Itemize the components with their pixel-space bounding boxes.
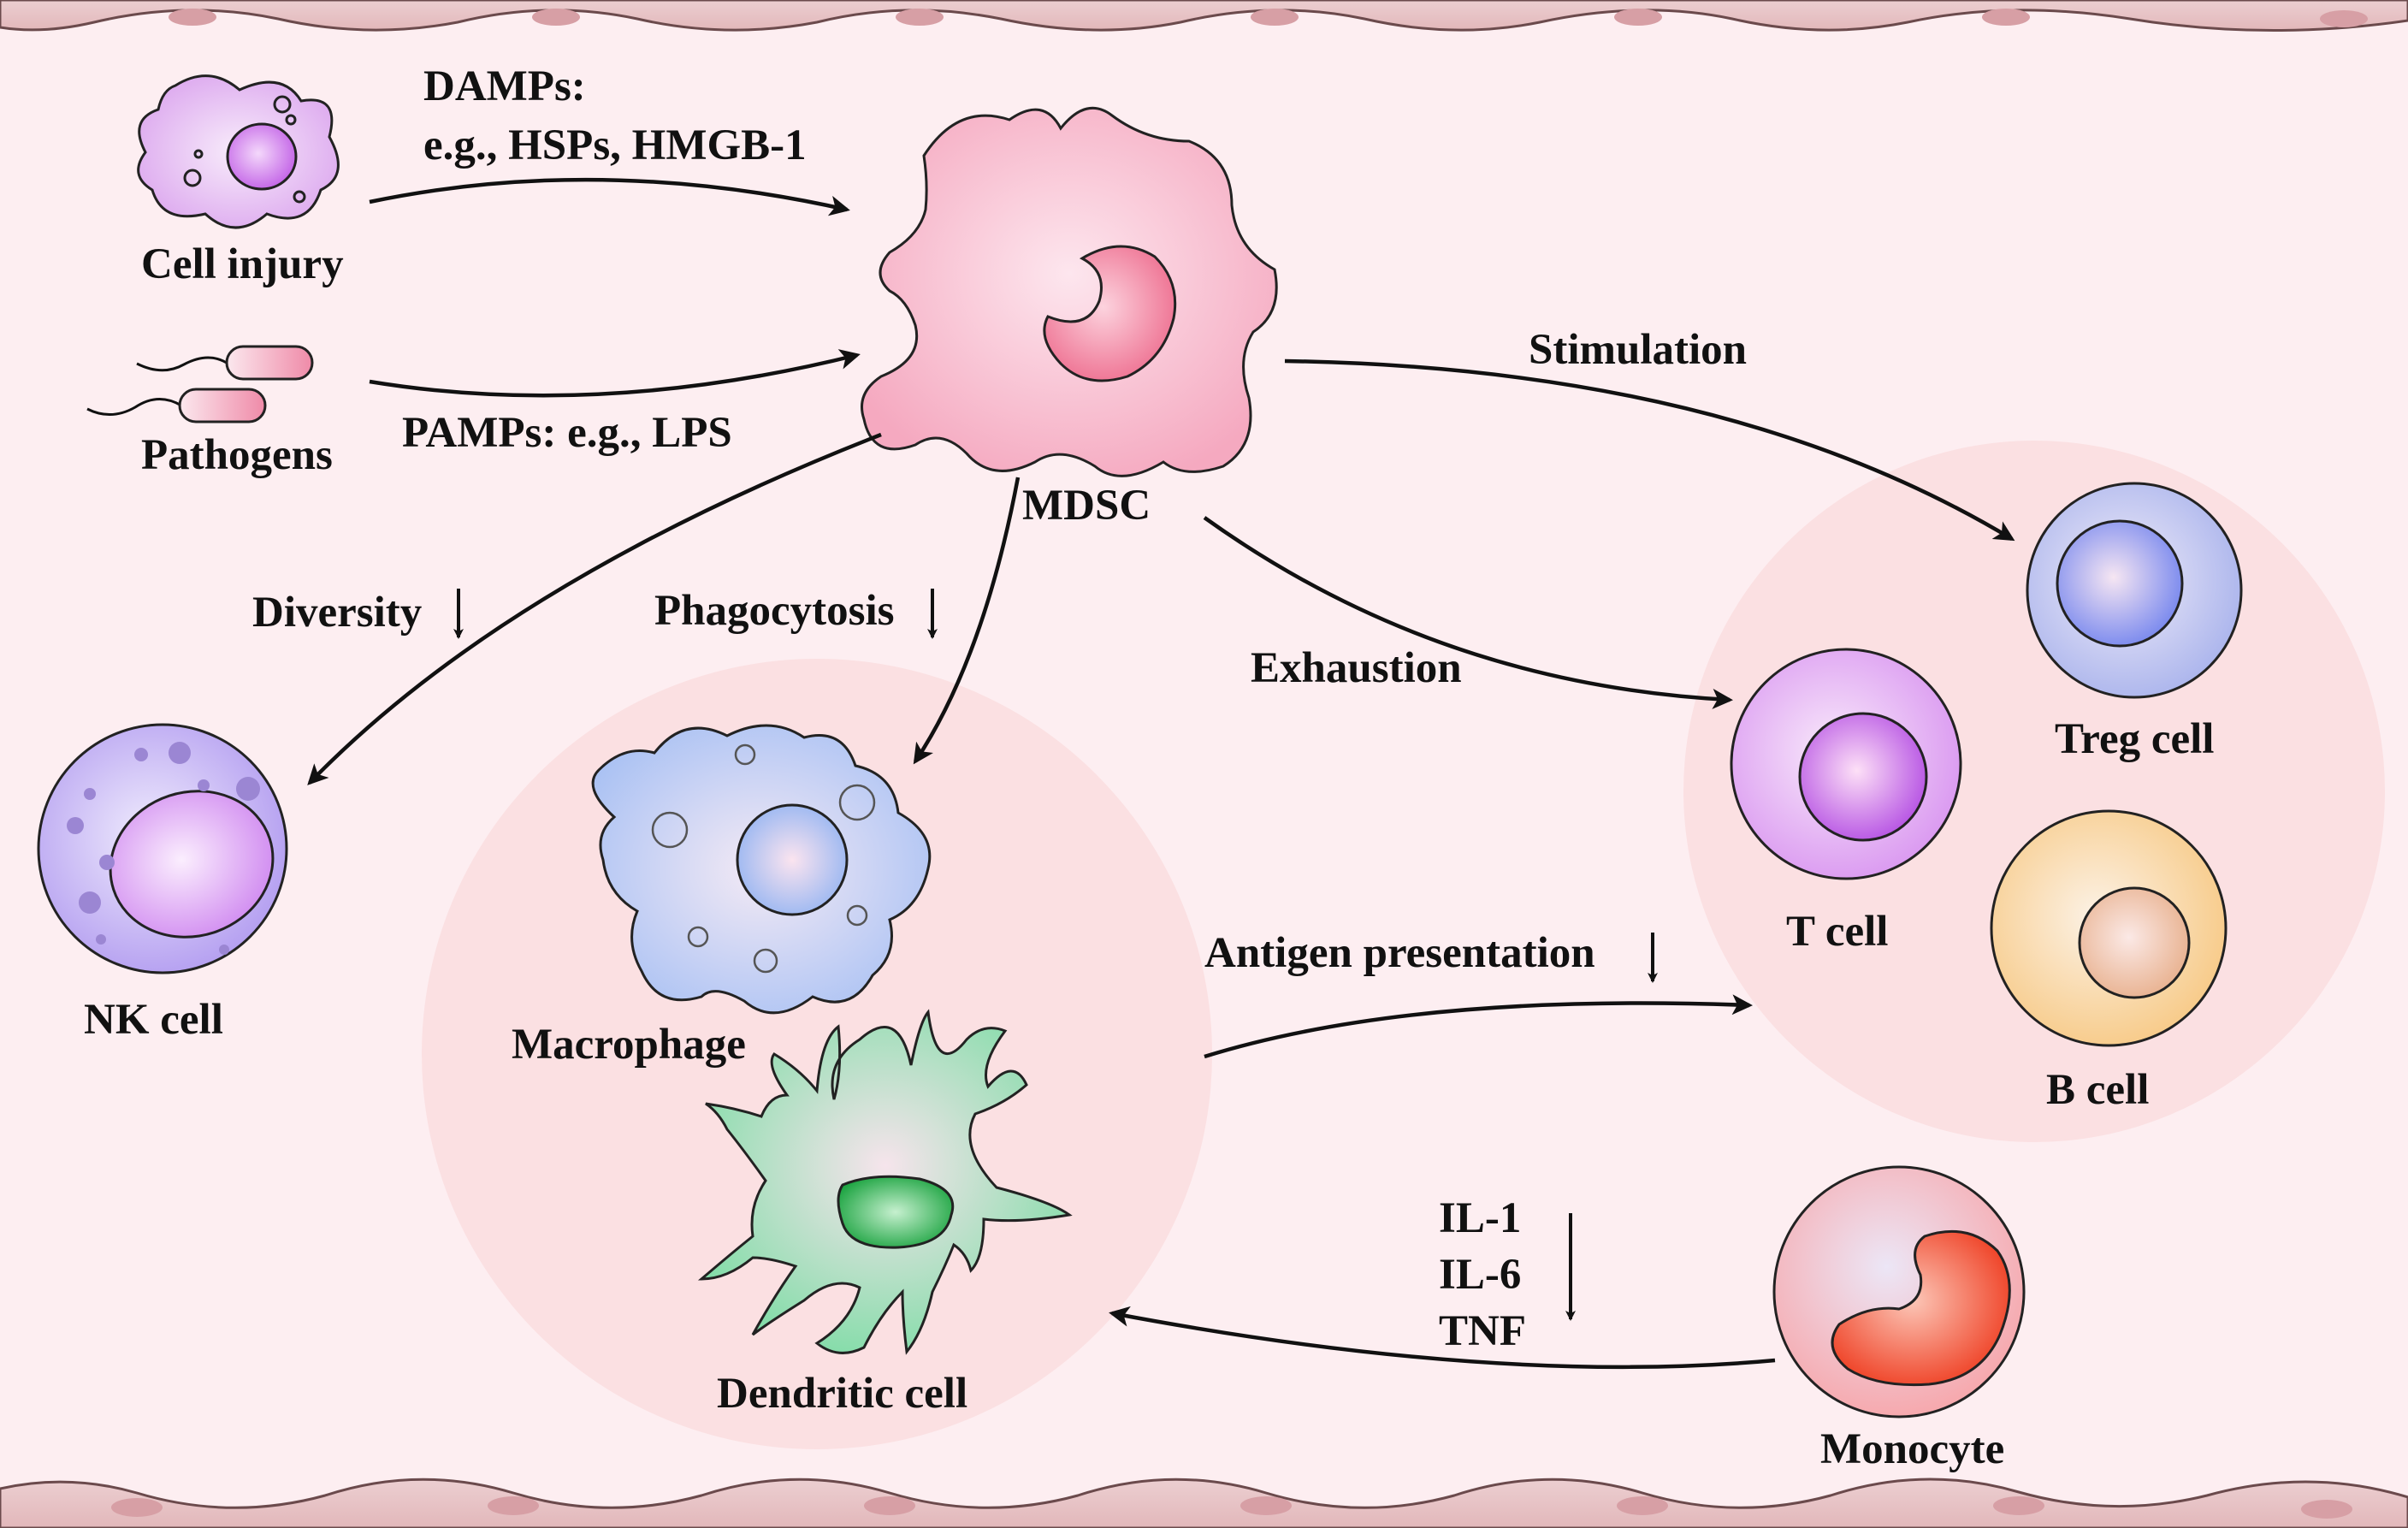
treg-cell-label: Treg cell <box>2055 715 2214 763</box>
exhaustion-label: Exhaustion <box>1251 644 1462 692</box>
cell-injury-label: Cell injury <box>141 240 344 288</box>
arrows <box>307 177 2015 1370</box>
arrow-mdsc-to-macrophage <box>913 477 1021 765</box>
pamps-label: PAMPs: e.g., LPS <box>402 409 732 457</box>
arrow-pamps-to-mdsc <box>369 349 861 398</box>
stimulation-label: Stimulation <box>1529 326 1747 374</box>
treg-cell <box>2026 482 2243 699</box>
arrow-damps-to-mdsc <box>369 177 850 216</box>
t-cell <box>1730 648 1962 880</box>
il1-label: IL-1 <box>1439 1194 1521 1242</box>
vessel-wall-bottom <box>0 1478 2408 1528</box>
pathogens-icon <box>86 345 314 423</box>
nk-cell <box>37 723 288 974</box>
macrophage-label: Macrophage <box>512 1021 746 1069</box>
damps-label-line2: e.g., HSPs, HMGB-1 <box>423 121 807 169</box>
arrow-monocyte-to-dc <box>1109 1306 1776 1370</box>
b-cell-label: B cell <box>2046 1066 2149 1114</box>
arrow-mdsc-to-treg <box>1284 358 2015 542</box>
nk-cell-label: NK cell <box>84 996 223 1044</box>
vessel-wall-top <box>0 0 2408 33</box>
damps-label-line1: DAMPs: <box>423 62 586 110</box>
injured-cell <box>137 74 340 229</box>
arrow-mdsc-to-nkcell <box>307 432 882 785</box>
mdsc-cell <box>861 106 1278 477</box>
phagocytosis-label: Phagocytosis <box>654 587 895 635</box>
antigen-presentation-label: Antigen presentation <box>1204 929 1595 977</box>
monocyte-cell <box>1772 1165 2026 1418</box>
monocyte-label: Monocyte <box>1820 1425 2004 1473</box>
arrow-apc-to-tcell <box>1204 994 1753 1059</box>
diversity-label: Diversity <box>252 589 422 637</box>
mdsc-label: MDSC <box>1022 482 1151 530</box>
dendritic-cell <box>697 1009 1073 1355</box>
il6-label: IL-6 <box>1439 1251 1521 1299</box>
t-cell-label: T cell <box>1786 908 1888 956</box>
b-cell <box>1990 809 2228 1047</box>
dendritic-cell-label: Dendritic cell <box>717 1370 967 1418</box>
pathogens-label: Pathogens <box>141 431 333 479</box>
tnf-label: TNF <box>1439 1307 1526 1355</box>
macrophage-cell <box>591 724 932 1015</box>
arrow-mdsc-to-tcell <box>1203 516 1733 709</box>
